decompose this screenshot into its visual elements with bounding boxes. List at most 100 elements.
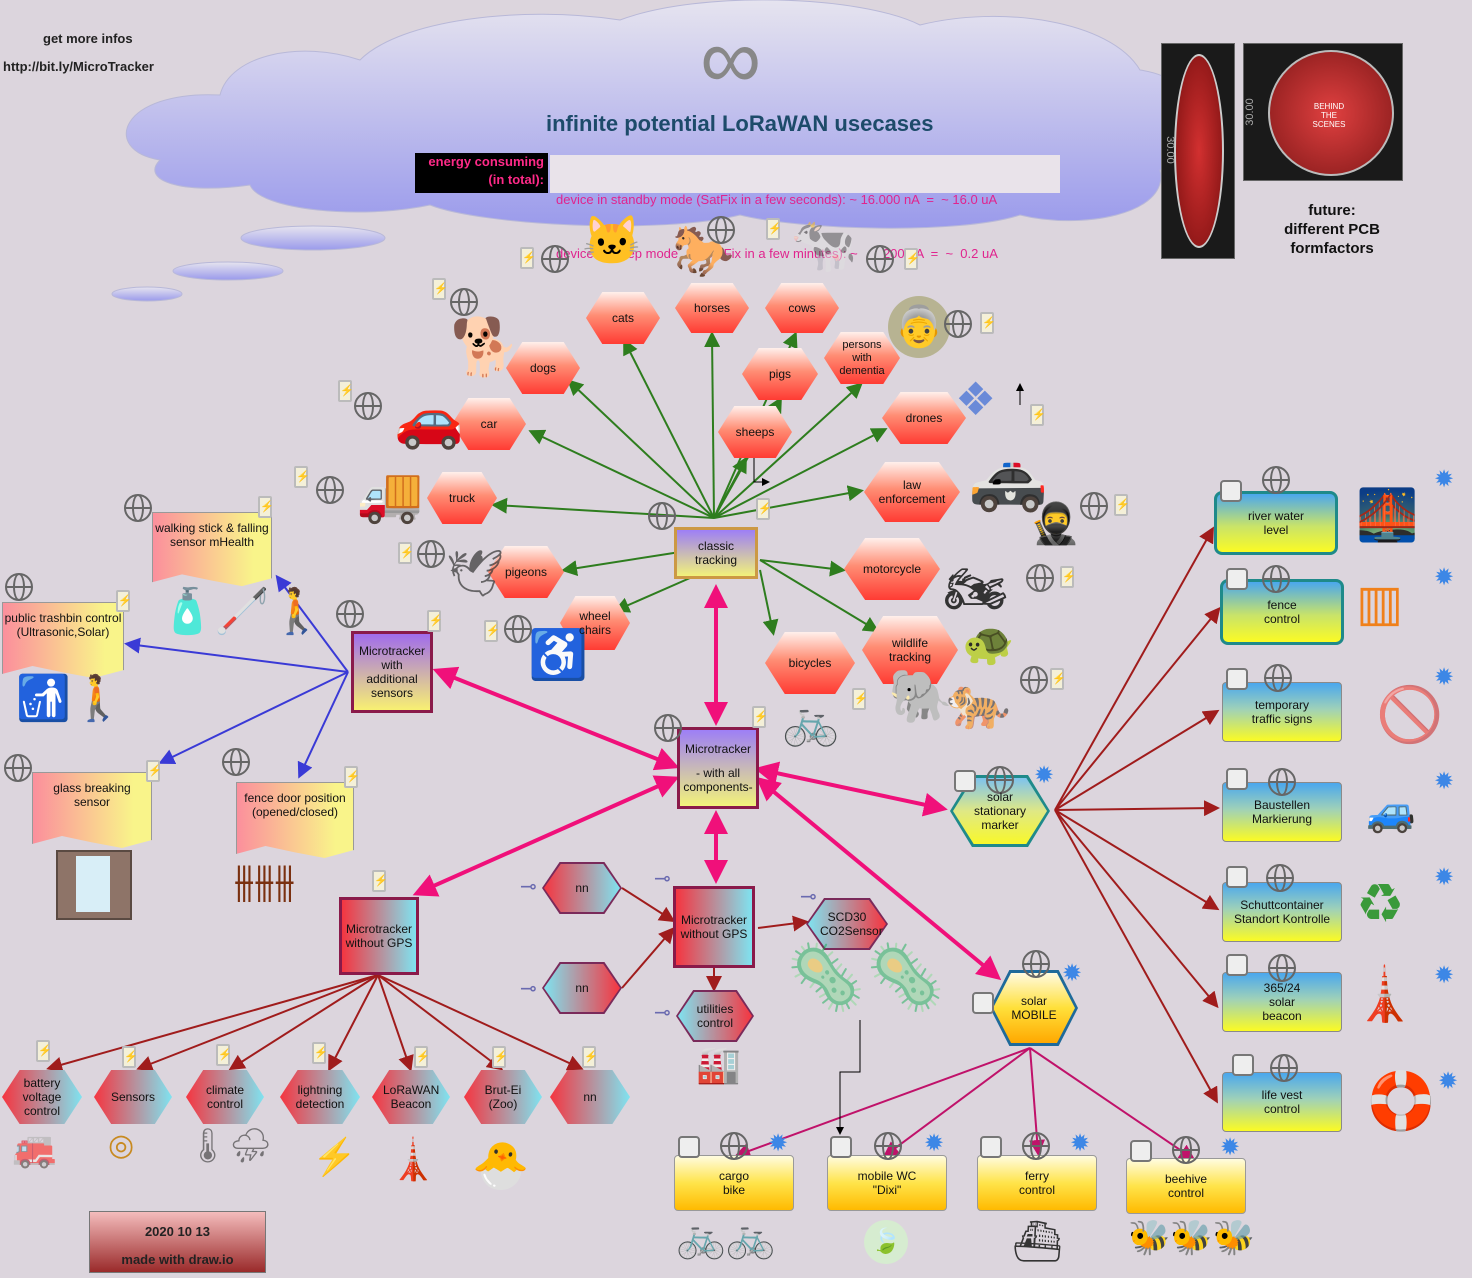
- node-brut-ei[interactable]: Brut-Ei (Zoo): [464, 1070, 542, 1124]
- clock-icon: [1226, 866, 1248, 888]
- battery-icon: ⚡: [756, 498, 772, 520]
- sun-icon: ✹: [1070, 1130, 1091, 1157]
- elephant-image: 🐘: [888, 668, 953, 726]
- sensor-icon: ◎: [108, 1129, 135, 1162]
- node-dogs[interactable]: dogs: [506, 342, 580, 394]
- node-persons-dementia[interactable]: persons with dementia: [824, 332, 900, 384]
- clock-icon: [1226, 768, 1248, 790]
- truck-image: 🚚: [356, 465, 424, 525]
- battery-icon: ⚡: [484, 620, 500, 642]
- solar-mobile-node[interactable]: solar MOBILE: [990, 970, 1078, 1046]
- item-cargo-bike[interactable]: cargo bike: [674, 1155, 794, 1211]
- cows-image: 🐄: [790, 215, 858, 275]
- microtracker-sensors-node[interactable]: Microtracker with additional sensors: [351, 631, 433, 713]
- node-truck[interactable]: truck: [427, 472, 497, 524]
- node-pigeons[interactable]: pigeons: [488, 546, 564, 598]
- item-schuttcontainer[interactable]: Schuttcontainer Standort Kontrolle: [1222, 882, 1342, 942]
- globe-icon: [1020, 666, 1048, 694]
- globe-icon: [648, 502, 676, 530]
- node-wheel-chairs[interactable]: wheel chairs: [560, 596, 630, 650]
- clock-icon: [830, 1136, 852, 1158]
- core-arrows: [412, 584, 1002, 981]
- window-image: [56, 850, 132, 920]
- fence-image: ⫵⫵⫵: [234, 856, 295, 905]
- globe-icon: [336, 600, 364, 628]
- node-climate-control[interactable]: climate control: [186, 1070, 264, 1124]
- microtracker-nogps-mid-node[interactable]: Microtracker without GPS: [673, 886, 755, 968]
- recycle-bin-image: ♻: [1356, 874, 1405, 934]
- globe-icon: [1026, 564, 1054, 592]
- node-bicycles[interactable]: bicycles: [765, 632, 855, 694]
- banner-walking-stick[interactable]: walking stick & falling sensor mHealth: [152, 512, 272, 587]
- clock-icon: [972, 992, 994, 1014]
- offroad-image: 🚙: [1366, 790, 1416, 834]
- item-ferry-control[interactable]: ferry control: [977, 1155, 1097, 1211]
- sun-icon: ✹: [1434, 564, 1455, 591]
- node-car[interactable]: car: [452, 398, 526, 450]
- node-cows[interactable]: cows: [765, 283, 839, 333]
- globe-icon: [1022, 950, 1050, 978]
- battery-icon: ⚡: [1050, 668, 1066, 690]
- plug-icon: ⊸: [520, 876, 537, 898]
- person-image: 👵: [888, 296, 950, 358]
- node-cats[interactable]: cats: [586, 292, 660, 344]
- globe-icon: [866, 245, 894, 273]
- item-traffic-signs[interactable]: temporary traffic signs: [1222, 682, 1342, 742]
- battery-icon: ⚡: [414, 1046, 430, 1068]
- node-battery-voltage[interactable]: battery voltage control: [2, 1070, 82, 1124]
- item-life-vest[interactable]: life vest control: [1222, 1072, 1342, 1132]
- lightning-icon: ⚡: [312, 1136, 357, 1177]
- node-sheeps[interactable]: sheeps: [718, 406, 792, 458]
- node-nn-2[interactable]: nn: [542, 962, 622, 1014]
- item-mobile-wc[interactable]: mobile WC "Dixi": [827, 1155, 947, 1211]
- node-motorcycle[interactable]: motorcycle: [844, 538, 940, 600]
- clock-icon: [1226, 568, 1248, 590]
- clock-icon: [954, 770, 976, 792]
- node-sensors[interactable]: Sensors: [94, 1070, 172, 1124]
- trash-people-image: 🚮🚶: [16, 674, 126, 723]
- globe-icon: [450, 288, 478, 316]
- node-pigs[interactable]: pigs: [742, 348, 818, 400]
- car-image: 🚗: [394, 387, 464, 450]
- sun-icon: ✹: [1434, 768, 1455, 795]
- turtle-image: 🐢: [962, 620, 1015, 667]
- node-drones[interactable]: drones: [882, 392, 966, 444]
- sun-icon: ✹: [1434, 864, 1455, 891]
- node-lorawan-beacon[interactable]: LoRaWAN Beacon: [372, 1070, 450, 1124]
- page-title: infinite potential LoRaWAN usecases: [546, 111, 934, 136]
- classic-tracking-node[interactable]: classic tracking: [674, 527, 758, 579]
- battery-icon: ⚡: [122, 1046, 138, 1068]
- sun-icon: ✹: [768, 1130, 789, 1157]
- item-beehive-control[interactable]: beehive control: [1126, 1158, 1246, 1214]
- item-solar-beacon[interactable]: 365/24 solar beacon: [1222, 972, 1342, 1032]
- sun-icon: ✹: [924, 1130, 945, 1157]
- battery-icon: ⚡: [492, 1046, 508, 1068]
- sun-icon: ✹: [1220, 1134, 1241, 1161]
- node-lightning[interactable]: lightning detection: [280, 1070, 360, 1124]
- node-utilities[interactable]: utilities control: [676, 990, 754, 1042]
- microtracker-nogps-left-node[interactable]: Microtracker without GPS: [339, 897, 419, 975]
- battery-icon: ⚡: [852, 688, 868, 710]
- infinity-icon: ∞: [700, 11, 762, 107]
- clock-icon: [1220, 480, 1242, 502]
- globe-icon: [986, 766, 1014, 794]
- node-horses[interactable]: horses: [675, 283, 749, 333]
- leaf-image: 🍃: [864, 1220, 908, 1264]
- node-nn-1[interactable]: nn: [542, 862, 622, 914]
- cargo-bikes-image: 🚲🚲: [676, 1216, 776, 1260]
- pylon-image: 🗼: [1352, 966, 1417, 1024]
- banner-glass[interactable]: glass breaking sensor: [32, 772, 152, 848]
- microtracker-main-node[interactable]: Microtracker - with all components-: [677, 727, 759, 809]
- node-nn-bottom[interactable]: nn: [550, 1070, 630, 1124]
- info-link[interactable]: http://bit.ly/MicroTracker: [3, 59, 154, 74]
- node-wildlife-tracking[interactable]: wildlife tracking: [862, 616, 958, 684]
- footer-badge: 2020 10 13 made with draw.io: [89, 1211, 266, 1273]
- banner-fence-door[interactable]: fence door position (opened/closed): [236, 782, 354, 858]
- globe-icon: [944, 310, 972, 338]
- battery-icon: ⚡: [582, 1046, 598, 1068]
- banner-trashbin[interactable]: public trashbin control (Ultrasonic,Sola…: [2, 602, 124, 678]
- node-law-enforcement[interactable]: law enforcement: [864, 462, 960, 522]
- node-co2-sensor[interactable]: SCD30 CO2Sensor: [806, 898, 888, 950]
- globe-icon: [874, 1132, 902, 1160]
